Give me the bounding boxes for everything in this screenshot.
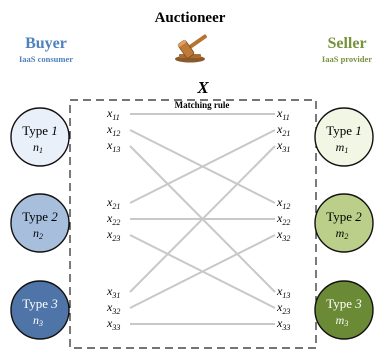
seller-type-label: Type 1 xyxy=(326,123,362,138)
buyer-type-label: Type 3 xyxy=(22,296,58,311)
seller-quantity-label: m1 xyxy=(336,140,349,155)
edge-group xyxy=(129,113,276,325)
buyer-type-2-node xyxy=(10,193,70,253)
matching-variable-label: x11 xyxy=(276,106,290,122)
matching-variable-label: x21 xyxy=(276,122,290,138)
buyer-subtitle: IaaS consumer xyxy=(19,54,73,64)
buyer-quantity-label: n3 xyxy=(33,313,43,328)
matching-variable-label: x33 xyxy=(276,316,290,332)
label-group: x11x12x13x21x22x23x31x32x33x11x21x31x12x… xyxy=(106,106,290,332)
seller-type-3-node xyxy=(314,280,374,340)
matching-edge xyxy=(129,234,276,309)
matching-symbol: X xyxy=(196,78,209,97)
buyer-type-1-node xyxy=(10,107,70,167)
seller-type-label: Type 2 xyxy=(326,209,362,224)
matching-variable-label: x22 xyxy=(106,211,120,227)
matching-variable-label: x32 xyxy=(106,300,120,316)
buyer-quantity-label: n1 xyxy=(33,140,43,155)
matching-edge xyxy=(129,145,276,293)
seller-quantity-label: m2 xyxy=(336,226,349,241)
buyer-title: Buyer xyxy=(25,35,67,52)
matching-variable-label: x22 xyxy=(276,211,290,227)
seller-subtitle: IaaS provider xyxy=(322,54,372,64)
matching-variable-label: x13 xyxy=(276,284,290,300)
gavel-icon xyxy=(175,34,207,63)
matching-variable-label: x31 xyxy=(106,284,120,300)
matching-variable-label: x23 xyxy=(276,300,290,316)
auctioneer-title: Auctioneer xyxy=(155,10,226,26)
matching-variable-label: x21 xyxy=(106,195,120,211)
buyer-type-label: Type 2 xyxy=(22,209,58,224)
matching-edge xyxy=(129,129,276,204)
matching-variable-label: x31 xyxy=(276,138,290,154)
seller-type-2-node xyxy=(314,193,374,253)
seller-title: Seller xyxy=(327,35,366,52)
matching-variable-label: x33 xyxy=(106,316,120,332)
buyer-type-3-node xyxy=(10,280,70,340)
matching-rule-label: Matching rule xyxy=(175,100,230,110)
matching-variable-label: x23 xyxy=(106,227,120,243)
buyer-quantity-label: n2 xyxy=(33,226,43,241)
seller-type-label: Type 3 xyxy=(326,296,362,311)
seller-type-1-node xyxy=(314,107,374,167)
matching-variable-label: x12 xyxy=(106,122,120,138)
matching-variable-label: x11 xyxy=(106,106,120,122)
matching-variable-label: x32 xyxy=(276,227,290,243)
matching-variable-label: x13 xyxy=(106,138,120,154)
buyer-type-label: Type 1 xyxy=(22,123,58,138)
seller-quantity-label: m3 xyxy=(336,313,349,328)
matching-variable-label: x12 xyxy=(276,195,290,211)
